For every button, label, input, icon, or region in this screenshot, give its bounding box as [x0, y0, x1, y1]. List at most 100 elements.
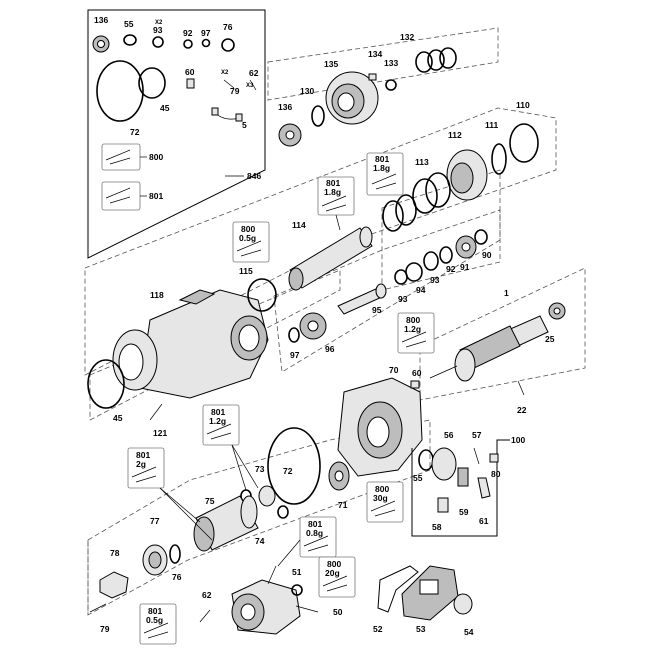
ring-110 — [509, 123, 539, 163]
label-60: 60 — [412, 368, 422, 378]
screw-62 — [199, 609, 211, 623]
part-60 — [410, 380, 420, 389]
ring-93-b — [394, 269, 408, 285]
label-76-kit: 76 — [223, 22, 233, 32]
kit-grease-801 — [101, 181, 141, 211]
grease-800-20g — [318, 556, 356, 598]
grease-800-g-qty: 30g — [373, 493, 388, 503]
gear-assembly-50 — [231, 565, 319, 635]
spindle-114 — [288, 226, 373, 291]
label-130: 130 — [300, 86, 314, 96]
label-97-kit: 97 — [201, 28, 211, 38]
gear-group — [382, 123, 539, 232]
screw-121 — [149, 403, 163, 421]
screw-22 — [517, 380, 525, 396]
label-58: 58 — [432, 522, 442, 532]
label-93-b: 93 — [430, 275, 440, 285]
frame-lower-gear — [87, 419, 431, 616]
ring-133 — [385, 79, 397, 91]
label-70: 70 — [389, 365, 399, 375]
label-59: 59 — [459, 507, 469, 517]
ring-130 — [311, 105, 325, 127]
part-54 — [453, 593, 473, 615]
oring-72 — [267, 427, 321, 505]
label-22: 22 — [517, 405, 527, 415]
kit-ring-55 — [123, 34, 137, 46]
grease-801-1-2g — [202, 404, 259, 491]
grease-801-j-code: 801 — [148, 606, 162, 616]
label-135: 135 — [324, 59, 338, 69]
screw-57 — [473, 447, 480, 465]
label-93-c: 93 — [398, 294, 408, 304]
ring-45 — [87, 359, 125, 409]
label-90: 90 — [482, 250, 492, 260]
grease-801-h-code: 801 — [308, 519, 322, 529]
label-91: 91 — [460, 262, 470, 272]
label-61: 61 — [479, 516, 489, 526]
label-79: 79 — [100, 624, 110, 634]
kit-ring-93 — [152, 36, 164, 48]
kit-part-60 — [186, 78, 195, 89]
grease-801-1-8g-b — [317, 176, 355, 231]
grease-801-0-5g — [139, 603, 177, 645]
kit-screw-79 — [223, 79, 235, 89]
label-5: 5 — [242, 120, 247, 130]
label-96: 96 — [325, 344, 335, 354]
label-52: 52 — [373, 624, 383, 634]
part-80 — [489, 453, 499, 463]
grease-800-0-5g — [232, 221, 270, 263]
label-136: 136 — [278, 102, 292, 112]
label-100: 100 — [511, 435, 525, 445]
label-115: 115 — [239, 266, 253, 276]
label-92: 92 — [446, 264, 456, 274]
housing-body — [139, 289, 269, 399]
ring-55 — [418, 449, 434, 471]
kit-box-outline — [87, 9, 266, 259]
label-60-kit: 60 — [185, 67, 195, 77]
grease-801-0-8g — [277, 516, 337, 567]
lever-61 — [477, 477, 491, 499]
label-25: 25 — [545, 334, 555, 344]
grease-801-b-qty: 1.8g — [324, 187, 341, 197]
part-58 — [437, 497, 449, 513]
grease-800-g-code: 800 — [375, 484, 389, 494]
frame-main-housing — [84, 107, 557, 376]
kit-ring-97 — [201, 38, 211, 48]
ring-97 — [288, 327, 300, 343]
label-77: 77 — [150, 516, 160, 526]
label-57: 57 — [472, 430, 482, 440]
label-53: 53 — [416, 624, 426, 634]
grease-801-b-code: 801 — [326, 178, 340, 188]
label-93-kit: 93 — [153, 25, 163, 35]
label-45: 45 — [113, 413, 123, 423]
label-1: 1 — [504, 288, 509, 298]
armature-1 — [429, 302, 566, 382]
label-94: 94 — [416, 285, 426, 295]
label-72: 72 — [283, 466, 293, 476]
kit-oring-72 — [96, 60, 144, 122]
label-111: 111 — [485, 120, 499, 130]
grease-801-a-code: 801 — [375, 154, 389, 164]
grease-801-f-code: 801 — [136, 450, 150, 460]
label-54: 54 — [464, 627, 474, 637]
frame-upper-rear — [267, 27, 499, 101]
label-136-kit: 136 — [94, 15, 108, 25]
kit-screw-62 — [249, 79, 257, 91]
ring-111 — [491, 143, 507, 175]
label-114: 114 — [292, 220, 306, 230]
label-75: 75 — [205, 496, 215, 506]
label-x2-b: X2 — [221, 70, 229, 76]
label-51: 51 — [292, 567, 302, 577]
switch-kit-100 — [411, 439, 510, 537]
ring-76 — [169, 544, 181, 564]
bottom-right-parts — [377, 565, 473, 621]
label-97-b: 97 — [290, 350, 300, 360]
label-133: 133 — [384, 58, 398, 68]
label-50: 50 — [333, 607, 343, 617]
label-112: 112 — [448, 130, 462, 140]
grease-800-c-qty: 0.5g — [239, 233, 256, 243]
ring-94 — [405, 262, 423, 282]
grease-800-30g — [366, 481, 404, 523]
ring-113-b — [395, 194, 417, 226]
bracket-78 — [99, 571, 129, 599]
